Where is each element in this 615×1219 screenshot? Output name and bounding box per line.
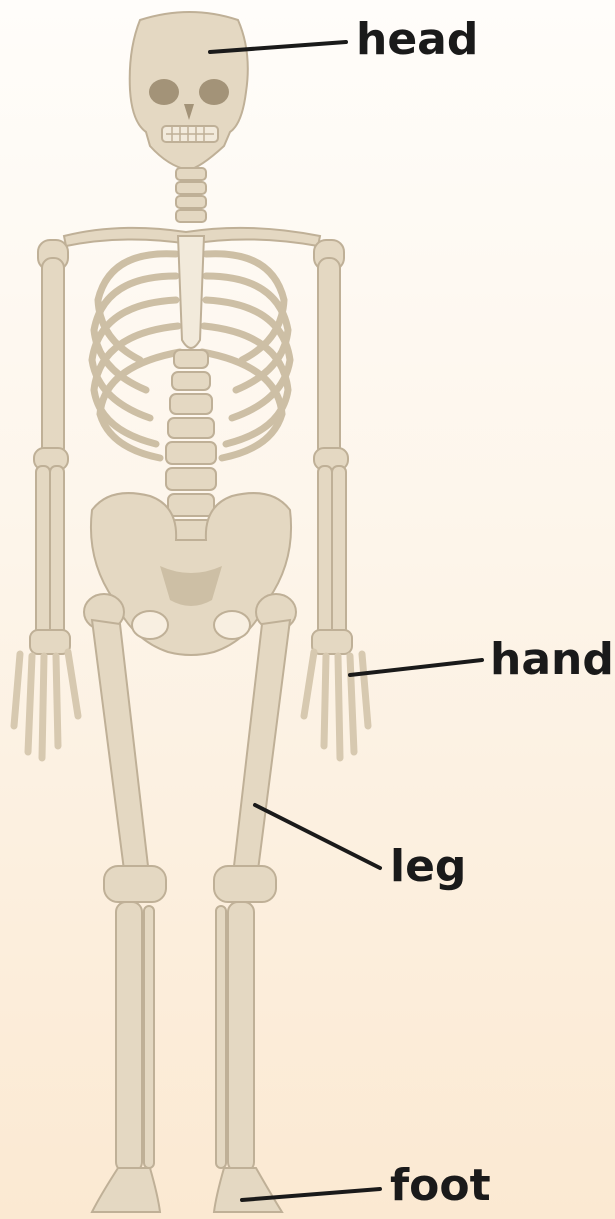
label-foot: foot bbox=[390, 1164, 491, 1208]
label-leg: leg bbox=[390, 845, 466, 889]
left-arm bbox=[14, 240, 78, 758]
left-hand bbox=[14, 652, 78, 758]
hand-leader-line bbox=[350, 660, 482, 675]
leg-leader-line bbox=[255, 805, 380, 868]
right-leg bbox=[214, 594, 296, 1212]
neck-vertebrae bbox=[176, 168, 206, 222]
sternum bbox=[178, 236, 204, 348]
right-arm bbox=[304, 240, 368, 758]
left-foot bbox=[92, 1168, 160, 1212]
skull bbox=[130, 12, 248, 170]
right-hand bbox=[304, 652, 368, 758]
spine bbox=[166, 350, 216, 540]
left-leg bbox=[84, 594, 166, 1212]
skeleton bbox=[14, 12, 368, 1212]
label-head: head bbox=[356, 18, 478, 62]
right-foot bbox=[214, 1168, 282, 1212]
label-hand: hand bbox=[490, 638, 614, 682]
